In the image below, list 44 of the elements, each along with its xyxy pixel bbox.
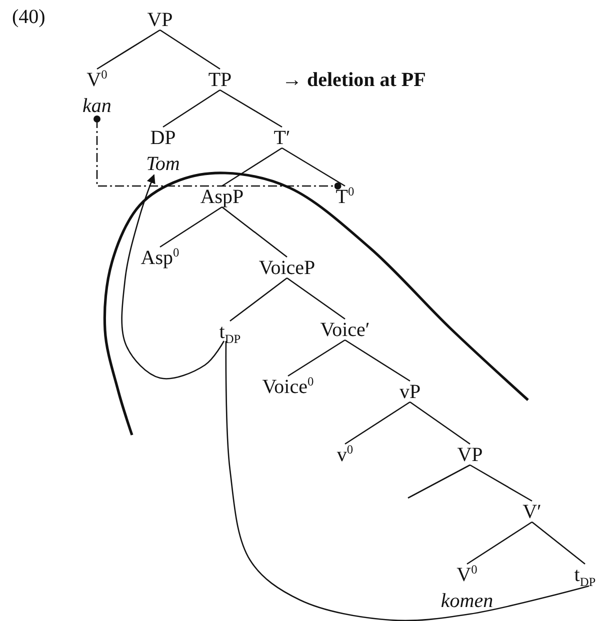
movement-line — [225, 341, 590, 621]
tree-branch — [222, 147, 282, 187]
category-label: Voice′ — [320, 318, 370, 343]
category-label: V′ — [522, 500, 542, 525]
category-label: V$^{0}$ — [86, 67, 108, 93]
category-label: DP — [149, 126, 177, 151]
category-label: Asp$^{0}$ — [140, 245, 180, 271]
category-label: AspP — [200, 185, 244, 210]
tree-branch — [288, 339, 346, 377]
tree-branch — [230, 277, 288, 322]
category-label: TP — [208, 68, 232, 93]
tree-branch — [344, 401, 410, 445]
tree-branch — [408, 464, 470, 499]
tree-branch — [466, 521, 532, 565]
annotation-text: → deletion at PF — [282, 68, 426, 93]
category-label: VP — [147, 8, 173, 33]
tree-branch — [220, 89, 282, 128]
category-label: t$_{DP}$ — [219, 320, 241, 345]
category-label: V$^{0}$ — [456, 562, 478, 588]
word-label: komen — [440, 589, 494, 614]
category-label: T′ — [274, 126, 290, 151]
category-label: Voice$^{0}$ — [262, 374, 314, 400]
tree-branch — [470, 464, 532, 502]
tree-branch — [160, 29, 220, 70]
tree-branch — [222, 206, 288, 258]
tree-branch — [162, 89, 220, 128]
tree-branch — [96, 29, 160, 70]
example-number: (40) — [12, 5, 46, 30]
tree-branch — [282, 147, 346, 187]
category-label: VP — [457, 443, 483, 468]
tree-branch — [286, 277, 346, 320]
word-label: Tom — [146, 152, 180, 177]
category-label: t$_{DP}$ — [574, 563, 596, 588]
category-label: v$^{0}$ — [336, 442, 354, 468]
category-label: vP — [399, 380, 421, 405]
tree-branch — [410, 401, 470, 445]
movement-arrow — [121, 174, 225, 380]
tree-branch — [532, 522, 586, 564]
tree-branch — [344, 339, 410, 382]
tree-branch — [160, 206, 222, 248]
category-label: VoiceP — [258, 256, 316, 281]
word-label: kan — [82, 94, 112, 119]
head-movement-line — [94, 116, 342, 190]
category-label: T$^{0}$ — [336, 184, 354, 210]
